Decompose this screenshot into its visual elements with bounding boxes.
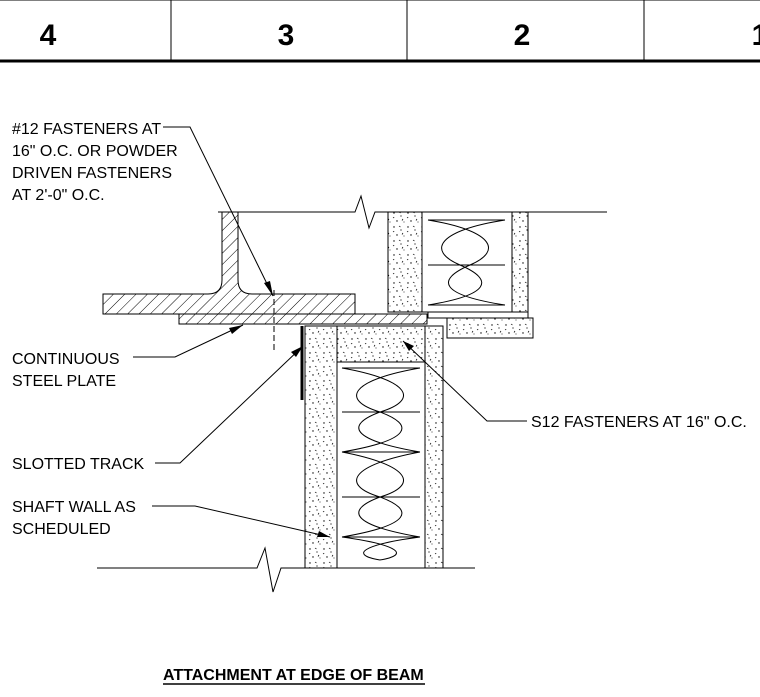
insulation-batts <box>341 367 421 561</box>
note-line: AT 2'-0" O.C. <box>12 187 105 204</box>
steel-beam <box>102 211 356 315</box>
upper-wall <box>387 211 534 339</box>
note-line: SLOTTED TRACK <box>12 456 145 473</box>
note-line: 16" O.C. OR POWDER <box>12 143 178 160</box>
grid-label-1: 1 <box>752 19 760 52</box>
shaft-wall <box>300 325 444 569</box>
leader-fasteners-top <box>163 126 274 297</box>
note-line: STEEL PLATE <box>12 373 116 390</box>
note-steel-plate: CONTINUOUS STEEL PLATE <box>12 351 120 390</box>
grid-strip: 4 3 2 1 <box>0 0 760 63</box>
leader-steel-plate <box>133 324 244 358</box>
note-line: SHAFT WALL AS <box>12 499 136 516</box>
note-shaft-wall: SHAFT WALL AS SCHEDULED <box>12 499 136 538</box>
leader-s12-fasteners <box>402 340 527 422</box>
note-fasteners-top: #12 FASTENERS AT 16" O.C. OR POWDER DRIV… <box>12 121 178 204</box>
grid-label-3: 3 <box>278 19 295 52</box>
note-line: S12 FASTENERS AT 16" O.C. <box>531 414 747 431</box>
note-line: #12 FASTENERS AT <box>12 121 161 138</box>
note-slotted-track: SLOTTED TRACK <box>12 456 145 473</box>
slab-bottom-line <box>97 546 475 593</box>
note-line: SCHEDULED <box>12 521 111 538</box>
note-s12-fasteners: S12 FASTENERS AT 16" O.C. <box>531 414 747 431</box>
note-line: DRIVEN FASTENERS <box>12 165 172 182</box>
leader-shaft-wall <box>152 505 331 538</box>
note-line: CONTINUOUS <box>12 351 120 368</box>
grid-label-2: 2 <box>514 19 531 52</box>
grid-label-4: 4 <box>40 19 57 52</box>
detail-title: ATTACHMENT AT EDGE OF BEAM <box>163 667 424 684</box>
steel-plate <box>178 313 428 325</box>
leader-slotted-track <box>155 345 304 464</box>
